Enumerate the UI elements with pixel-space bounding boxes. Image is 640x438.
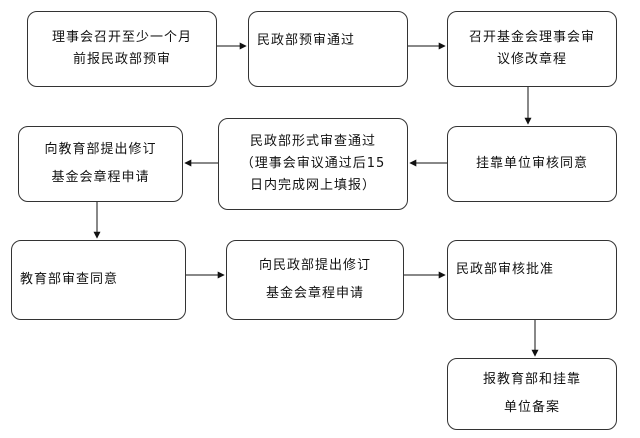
step-10-box: 报教育部和挂靠 单位备案 — [447, 358, 617, 430]
step-1-line-1: 理事会召开至少一个月 — [51, 30, 192, 45]
step-4-box: 向教育部提出修订 基金会章程申请 — [18, 126, 183, 202]
step-5-line-2: （理事会审议通过后15 — [240, 156, 386, 171]
step-4-line-2: 基金会章程申请 — [51, 170, 150, 185]
step-8-box: 向民政部提出修订 基金会章程申请 — [226, 240, 404, 320]
step-2-box: 民政部预审通过 — [248, 11, 408, 87]
step-7-line-1: 教育部审查同意 — [20, 272, 119, 287]
step-9-line-1: 民政部审核批准 — [456, 262, 555, 277]
step-6-box: 挂靠单位审核同意 — [447, 126, 617, 202]
step-4-line-1: 向教育部提出修订 — [44, 142, 157, 157]
step-5-line-3: 日内完成网上填报） — [249, 178, 376, 193]
step-6-line-1: 挂靠单位审核同意 — [475, 156, 588, 171]
step-3-line-1: 召开基金会理事会审 — [468, 30, 595, 45]
step-10-line-1: 报教育部和挂靠 — [482, 372, 581, 387]
step-8-line-2: 基金会章程申请 — [265, 286, 364, 301]
step-8-line-1: 向民政部提出修订 — [258, 258, 371, 273]
step-3-box: 召开基金会理事会审 议修改章程 — [447, 11, 617, 87]
step-9-box: 民政部审核批准 — [447, 240, 617, 320]
step-2-line-1: 民政部预审通过 — [257, 33, 356, 48]
step-10-line-2: 单位备案 — [503, 400, 560, 415]
step-1-line-2: 前报民政部预审 — [72, 52, 171, 67]
step-1-box: 理事会召开至少一个月 前报民政部预审 — [27, 11, 217, 87]
step-5-line-1: 民政部形式审查通过 — [249, 134, 376, 149]
step-5-box: 民政部形式审查通过 （理事会审议通过后15 日内完成网上填报） — [218, 118, 408, 210]
step-3-line-2: 议修改章程 — [496, 52, 567, 67]
step-7-box: 教育部审查同意 — [11, 240, 186, 320]
